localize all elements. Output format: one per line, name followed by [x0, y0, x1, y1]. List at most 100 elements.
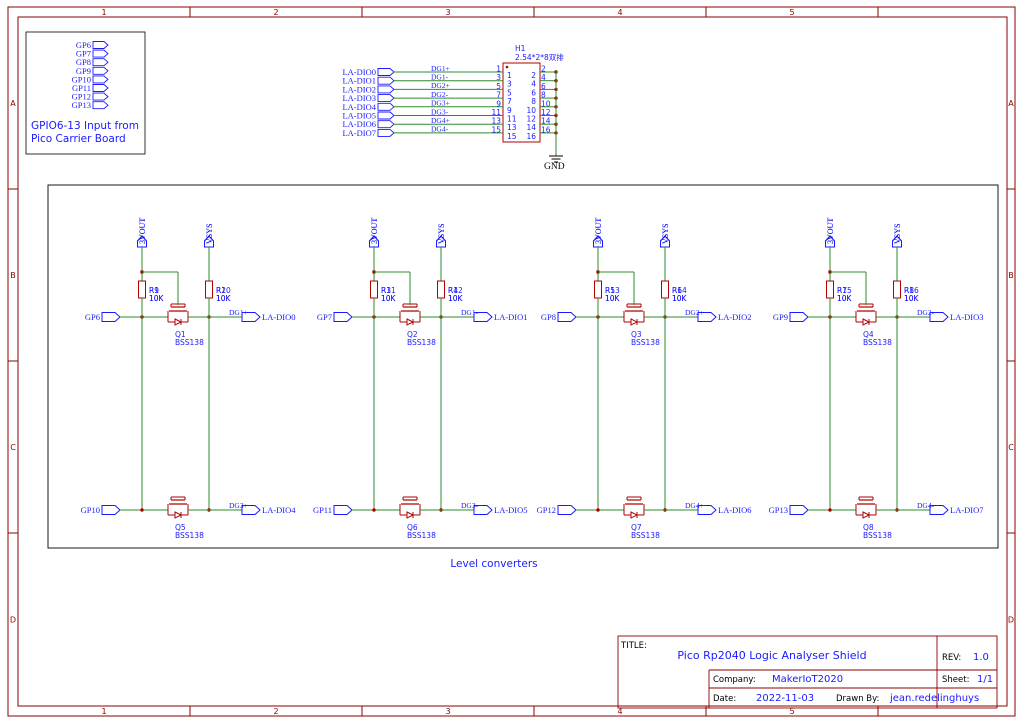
- gpio-input-port-label: GP13: [72, 100, 91, 110]
- channel-3vout-label: 3VOUT: [138, 218, 147, 244]
- mosfet-ref: Q7: [631, 523, 642, 532]
- connector-left-port: [377, 68, 395, 76]
- mosfet-value: BSS138: [631, 338, 660, 347]
- connector-left-port: [377, 94, 395, 103]
- resistor-left-value: 10K: [837, 294, 853, 303]
- connector-net-label: DG2+: [431, 81, 450, 90]
- gpio-input-port-label: GP12: [72, 92, 91, 102]
- resistor-left-ref: R7: [837, 286, 847, 295]
- connector-pin-number-even: 16: [541, 125, 551, 134]
- resistor-left-ref: R13: [605, 286, 620, 295]
- mosfet-value: BSS138: [631, 531, 660, 540]
- resistor-left-ref: R15: [837, 286, 852, 295]
- gnd-label: GND: [544, 162, 565, 172]
- rev-value: 1.0: [973, 652, 989, 663]
- resistor-right-ref: R6: [672, 286, 682, 295]
- channel-output-port: [241, 505, 261, 515]
- channel-3vout-label: 3VOUT: [138, 218, 147, 244]
- connector-pin-number-even: 4: [541, 73, 546, 82]
- connector-inner-pin-left: 7: [507, 97, 512, 106]
- resistor-right-value: 10K: [672, 294, 688, 303]
- resistor-left-value: 10K: [837, 294, 853, 303]
- resistor-left-value: 10K: [149, 294, 165, 303]
- channel-3vout-label: 3VOUT: [370, 218, 379, 244]
- title-block: TITLE: Pico Rp2040 Logic Analyser Shield…: [617, 635, 998, 709]
- connector-inner-pin-left: 15: [507, 132, 517, 141]
- gpio-input-port: [92, 92, 109, 101]
- resistor-left-ref: R1: [149, 286, 159, 295]
- connector-net-label: DG4+: [431, 116, 450, 125]
- border-column-label-bottom: 1: [101, 707, 106, 716]
- channel-3vout-label: 3VOUT: [826, 218, 835, 244]
- connector-left-port-label: LA-DIO4: [342, 102, 376, 112]
- level-converter-channel: GP133VOUTR1510KVSYSR1610KQ8BSS138DG4-LA-…: [769, 218, 984, 540]
- channel-vsys-port: [204, 235, 214, 248]
- connector-pin-number-even: 8: [541, 91, 546, 100]
- connector-pin-number: 3: [496, 73, 501, 82]
- channel-3vout-port: [825, 235, 835, 248]
- connector-pin-number-even: 6: [541, 82, 546, 91]
- channel-3vout-port: [593, 235, 603, 248]
- connector-inner-pin-left: 5: [507, 88, 512, 97]
- channel-gpio-label: GP10: [81, 505, 100, 515]
- connector-inner-pin-right: 14: [526, 123, 536, 132]
- connector-pin-number: 9: [496, 99, 501, 108]
- channel-output-label: LA-DIO0: [262, 312, 296, 322]
- channel-vsys-label: VSYS: [437, 224, 446, 244]
- channel-vsys-label: VSYS: [893, 224, 902, 244]
- channel-gpio-port: [101, 505, 121, 515]
- resistor-right-value: 10K: [904, 294, 920, 303]
- resistor-right-ref: R10: [216, 286, 231, 295]
- channel-output-port: [929, 505, 949, 515]
- channel-net-label: DG4-: [917, 501, 935, 510]
- resistor-right-ref: R2: [216, 286, 226, 295]
- connector-pin-number: 13: [491, 117, 501, 126]
- resistor-right-value: 10K: [216, 294, 232, 303]
- mosfet-value: BSS138: [863, 531, 892, 540]
- mosfet-symbol: [855, 496, 877, 519]
- border-column-label-top: 3: [445, 8, 450, 17]
- channel-gpio-port: [101, 312, 121, 322]
- border-column-label-top: 5: [789, 8, 794, 17]
- gpio-input-port-label: GP9: [76, 66, 91, 76]
- connector-inner-pin-left: 1: [507, 71, 512, 80]
- border-column-label-top: 2: [273, 8, 278, 17]
- border-column-label-bottom: 2: [273, 707, 278, 716]
- rev-caption: REV:: [942, 653, 961, 663]
- date-value: 2022-11-03: [756, 693, 814, 704]
- resistor-right-value: 10K: [448, 294, 464, 303]
- resistor-right-ref: R12: [448, 286, 463, 295]
- connector-left-port-label: LA-DIO7: [342, 128, 376, 138]
- channel-vsys-label: VSYS: [437, 224, 446, 244]
- mosfet-value: BSS138: [175, 531, 204, 540]
- resistor-left-value: 10K: [381, 294, 397, 303]
- connector-net-label: DG1-: [431, 73, 449, 82]
- channel-output-label: LA-DIO4: [262, 505, 296, 515]
- channel-3vout-label: 3VOUT: [826, 218, 835, 244]
- channel-3vout-label: 3VOUT: [594, 218, 603, 244]
- level-converter-channel: GP83VOUTR510KVSYSR610KQ3BSS138DG2+LA-DIO…: [541, 218, 752, 347]
- channel-net-label: DG2-: [917, 308, 935, 317]
- channel-gpio-port: [789, 312, 809, 322]
- drawn-by-value: jean.redelinghuys: [889, 693, 979, 704]
- level-converters-box: [47, 184, 999, 549]
- channel-3vout-port: [369, 235, 379, 248]
- channel-3vout-label: 3VOUT: [370, 218, 379, 244]
- connector-inner-pin-right: 8: [531, 97, 536, 106]
- resistor-left-value: 10K: [149, 294, 165, 303]
- channel-vsys-label: VSYS: [205, 224, 214, 244]
- connector-inner-pin-right: 16: [526, 132, 536, 141]
- connector-pin-number: 11: [491, 108, 501, 117]
- connector-left-port-label: LA-DIO5: [342, 111, 376, 121]
- gpio-input-port: [92, 75, 109, 84]
- channel-vsys-label: VSYS: [661, 224, 670, 244]
- resistor-right-ref: R16: [904, 286, 919, 295]
- connector-left-port-label: LA-DIO1: [342, 76, 376, 86]
- company-value: MakerIoT2020: [772, 674, 843, 685]
- mosfet-ref: Q5: [175, 523, 186, 532]
- channel-gpio-port: [333, 505, 353, 515]
- channel-output-port: [697, 505, 717, 515]
- mosfet-ref: Q2: [407, 330, 418, 339]
- connector-left-port: [377, 128, 395, 137]
